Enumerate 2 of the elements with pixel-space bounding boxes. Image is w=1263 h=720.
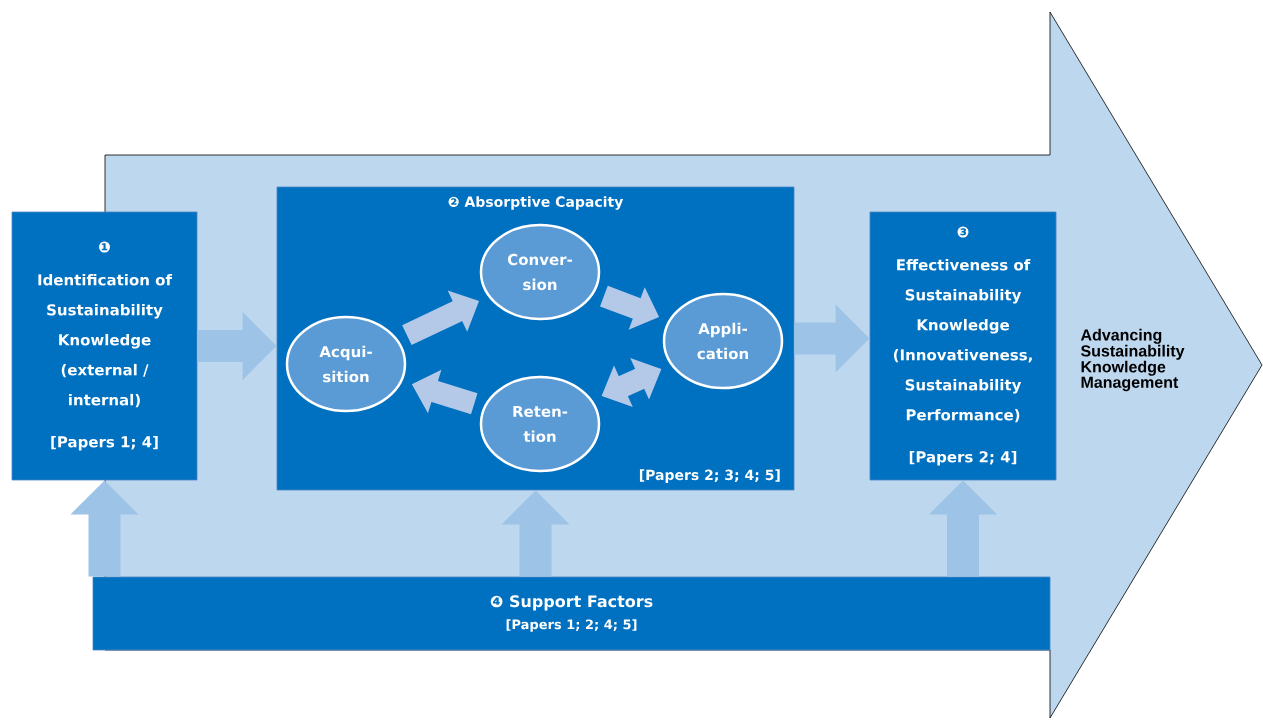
text-box: ❸ Effectiveness of Sustainability Knowledge (Innovativeness, Sustainability Performance) [Papers 2; 4] <box>869 211 1057 481</box>
text-box: ❶ Identification of Sustainability Knowledge (external / internal) [Papers 1; 4] <box>11 211 198 481</box>
